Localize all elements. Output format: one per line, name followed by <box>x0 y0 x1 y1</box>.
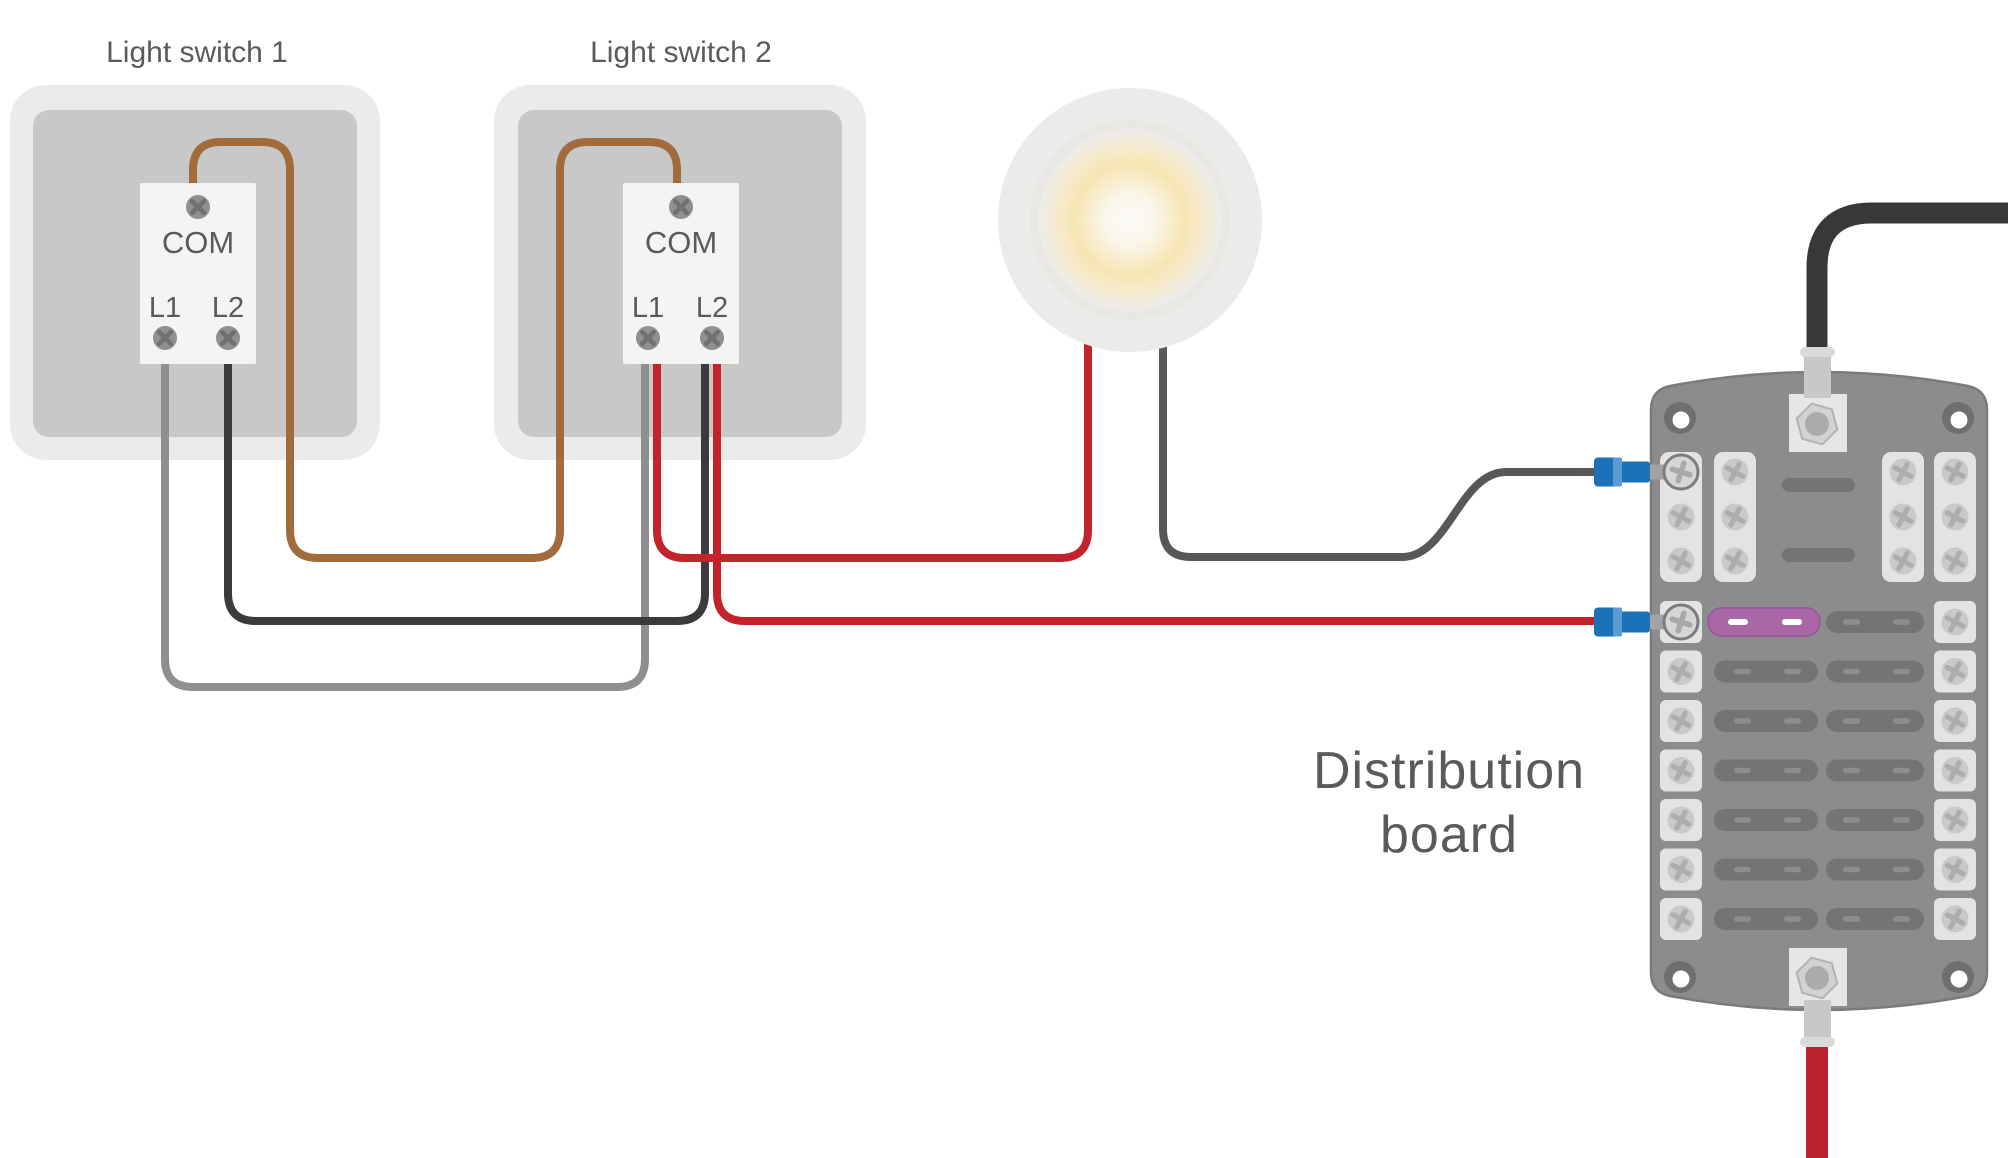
gland-stub <box>1804 1000 1831 1044</box>
board-label: Distribution board <box>1313 742 1585 864</box>
switch1-l2-label: L2 <box>212 292 244 324</box>
switch1-com-label: COM <box>162 225 234 260</box>
fuse-contact <box>1782 619 1802 625</box>
gland-rim <box>1800 1037 1835 1047</box>
switch2-terminal-block: COM L1 L2 <box>623 183 739 364</box>
switch2-title: Light switch 2 <box>590 36 772 69</box>
gland-stub <box>1804 352 1831 398</box>
switch2-l2-label: L2 <box>696 292 728 324</box>
neutral-lamp-to-board-wire <box>1159 310 1602 561</box>
bulb-ring <box>1030 120 1230 320</box>
black-strap-wire <box>224 360 709 625</box>
wires <box>161 138 1602 691</box>
switch1-terminal-block: COM L1 L2 <box>140 183 256 364</box>
terminal-block <box>140 183 256 364</box>
switch1-title: Light switch 1 <box>106 36 288 69</box>
terminal-block <box>623 183 739 364</box>
bulb-glow <box>1040 130 1220 310</box>
grey-strap-wire <box>161 360 649 691</box>
corner-screw-hole <box>1664 402 1974 993</box>
bus-slot <box>1782 478 1855 492</box>
switch2-com-label: COM <box>645 225 717 260</box>
supply-cable-red <box>1806 1040 1828 1158</box>
fuse-row-purple <box>1660 601 1976 643</box>
brown-strap-wire <box>189 138 681 562</box>
bus-slot <box>1782 548 1855 562</box>
fuse-contact <box>1728 619 1748 625</box>
live-connector <box>1594 605 1698 639</box>
board-label-line1: Distribution <box>1313 742 1585 800</box>
switch1-l1-label: L1 <box>149 292 181 324</box>
cable-gland-bottom <box>1789 948 1847 1047</box>
board-label-line2: board <box>1380 806 1518 864</box>
gland-rim <box>1800 347 1835 357</box>
purple-fuse <box>1707 607 1821 637</box>
red-switch-to-lamp-wire <box>653 310 1092 562</box>
ceiling-light <box>998 88 1262 352</box>
neutral-connector <box>1594 455 1698 489</box>
cable-gland-top <box>1789 347 1847 452</box>
red-switch-to-board-wire <box>713 360 1602 625</box>
switch2-l1-label: L1 <box>632 292 664 324</box>
supply-cable-black <box>1806 202 2008 370</box>
fuse-rows <box>1660 601 1976 940</box>
distribution-board <box>1649 347 1989 1047</box>
